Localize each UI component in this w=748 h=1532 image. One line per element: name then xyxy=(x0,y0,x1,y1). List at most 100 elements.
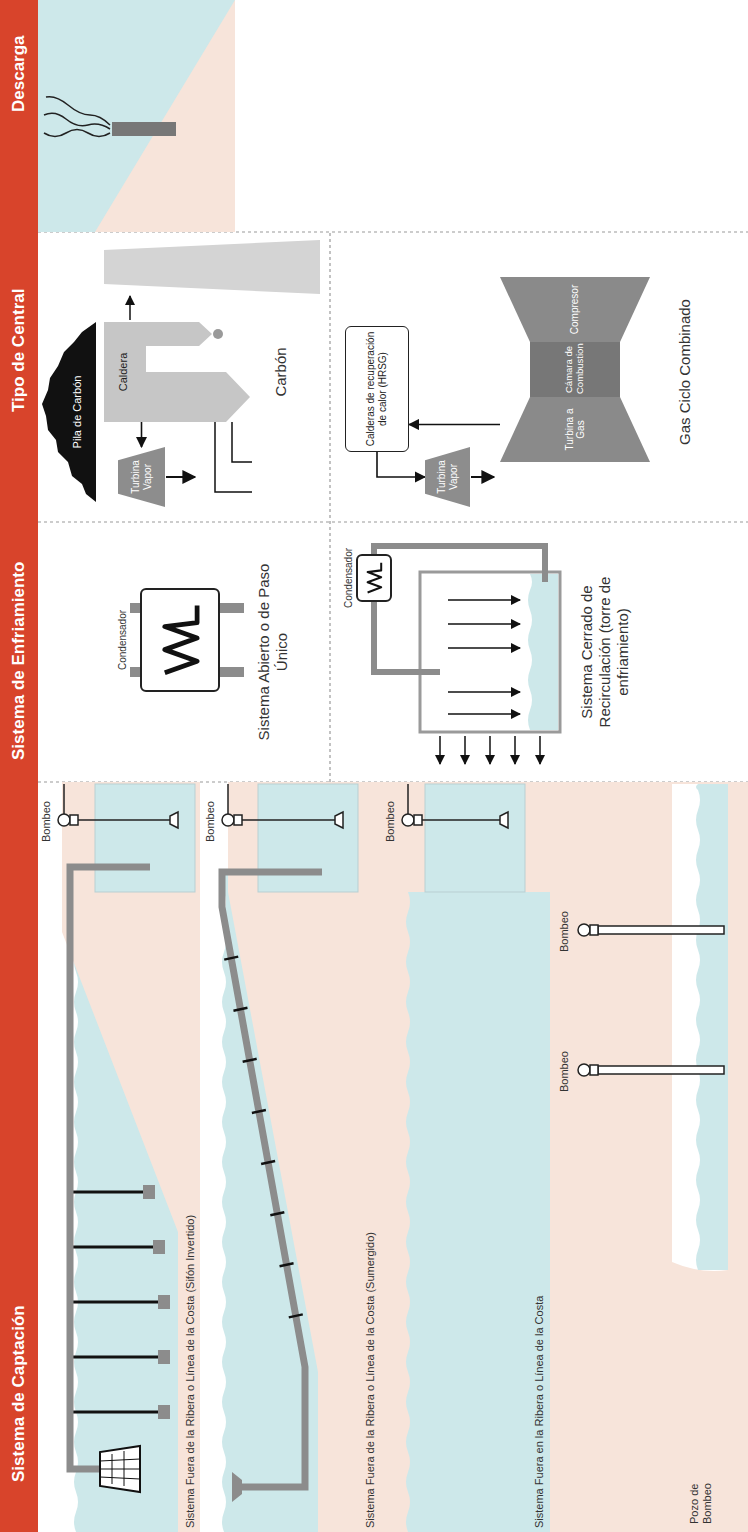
part-label: Bombeo xyxy=(558,892,571,952)
drawing-part xyxy=(38,0,235,232)
hrsg-box-text: Calderas de recuperación de calor (HRSG) xyxy=(361,327,393,451)
turbine-shape xyxy=(500,397,650,462)
discharge-scene xyxy=(38,0,235,232)
header-band-text: Sistema de Captación xyxy=(0,782,38,1532)
shore-intake-scene xyxy=(380,782,550,1532)
flow-arrow xyxy=(409,424,500,426)
coal-plant-parts xyxy=(104,240,320,492)
drawing-part xyxy=(414,815,422,825)
header-band-text: Tipo de Central xyxy=(0,232,38,522)
part-label: Bombeo xyxy=(204,784,217,842)
coal-pile-outline xyxy=(42,322,96,502)
gas-turbine: Turbina a Gas xyxy=(500,397,650,462)
cooling-tower xyxy=(374,546,560,764)
drawing-part xyxy=(78,819,170,821)
drawing-part xyxy=(425,784,525,892)
coil-symbol xyxy=(368,563,382,593)
header-band: Sistema de Captación xyxy=(0,782,38,1532)
combined-cycle-parts xyxy=(471,477,494,478)
drawing-part xyxy=(100,1451,140,1486)
drawing-part xyxy=(224,957,303,1318)
turbine-shape xyxy=(425,447,470,507)
drawing-part xyxy=(46,97,110,125)
drawing-part xyxy=(100,1469,140,1470)
coal-pile: Pila de Carbón xyxy=(42,322,96,502)
drawing-part xyxy=(158,1405,170,1419)
drawing-part xyxy=(374,546,545,582)
drawing-part xyxy=(95,0,235,232)
submerged-intake-scene xyxy=(222,782,380,1532)
caption-label: Carbón xyxy=(272,272,290,472)
pipe-anchor xyxy=(270,1212,284,1215)
part-label: Bombeo xyxy=(384,784,397,842)
drawing-part xyxy=(590,1065,598,1075)
coal-pile-shape xyxy=(42,322,96,502)
drawing-part xyxy=(129,296,131,320)
drawing-part xyxy=(448,599,520,601)
flow-arrow xyxy=(377,452,425,477)
drawing-part xyxy=(590,925,598,935)
drawing-part xyxy=(70,1356,160,1359)
condenser-box-outline xyxy=(358,556,390,600)
pipe-anchor xyxy=(224,957,238,960)
drawing-part xyxy=(407,784,409,814)
caption-label: Sistema Cerrado de Recirculación (torre … xyxy=(578,542,632,762)
drawing-part xyxy=(100,1459,140,1461)
turbine-shape xyxy=(118,447,165,507)
drawing-part xyxy=(143,1185,170,1419)
part-label: Sistema Fuera de la Ribera o Línea de la… xyxy=(364,928,377,1528)
part-label: Pozo de Bombeo xyxy=(688,1468,714,1524)
pipe-anchor xyxy=(289,1314,303,1317)
drawing-part xyxy=(38,521,748,522)
drawing-part xyxy=(402,814,414,826)
pump-symbols xyxy=(58,784,598,1076)
header-band: Descarga xyxy=(0,0,38,232)
drawing-part xyxy=(422,819,500,821)
drawing-part xyxy=(578,1064,590,1076)
drawing-part xyxy=(420,572,560,732)
drawing-part xyxy=(448,623,520,625)
boiler-body xyxy=(104,322,250,422)
combustion-chamber-text: Cámara de Combustion xyxy=(564,345,586,394)
part-label: Sistema Fuera en la Ribera o Línea de la… xyxy=(533,928,546,1528)
header-band-text: Sistema de Enfriamiento xyxy=(0,522,38,782)
drawing-part xyxy=(70,867,150,1469)
condenser-box-outline xyxy=(142,590,218,690)
drawing-part xyxy=(539,736,541,764)
hrsg-box: Calderas de recuperación de calor (HRSG) xyxy=(345,326,409,452)
combustion-chamber: Cámara de Combustion xyxy=(530,342,620,397)
steam-turbine-text: Turbina Vapor xyxy=(130,450,153,504)
coal-pile-text: Pila de Carbón xyxy=(55,376,84,449)
drawing-part xyxy=(70,1411,160,1414)
drawing-part xyxy=(500,812,508,828)
drawing-part xyxy=(471,476,494,478)
drawing-part xyxy=(489,736,491,764)
drawing-part xyxy=(158,1350,170,1364)
drawing-part xyxy=(598,926,724,934)
header-band: Tipo de Central xyxy=(0,232,38,522)
drawing-part xyxy=(44,97,110,137)
compressor: Compresor xyxy=(500,277,650,342)
siphon-intake-scene xyxy=(62,782,200,1532)
drawing-part xyxy=(672,784,728,1271)
drawing-part xyxy=(227,784,229,814)
drawing-part xyxy=(258,784,358,892)
header-bar xyxy=(0,0,38,1532)
gas-turbine-text: Turbina a Gas xyxy=(564,400,587,459)
drawing-part xyxy=(380,782,550,1532)
drawing-part xyxy=(440,600,540,764)
drawing-part xyxy=(234,815,242,825)
drawing-part xyxy=(448,691,520,693)
drawing-part xyxy=(44,130,110,137)
header-band: Sistema de Enfriamiento xyxy=(0,522,38,782)
drawing-part xyxy=(70,1191,145,1194)
drawing-part xyxy=(58,814,70,826)
water-body xyxy=(696,784,728,1270)
drawing-part xyxy=(222,814,234,826)
condenser-box-text: Condensador xyxy=(343,548,354,608)
part-label: Sistema Fuera de la Ribera o Línea de la… xyxy=(184,928,197,1528)
part-label: Bombeo xyxy=(558,1032,571,1092)
drawing-part xyxy=(514,736,516,764)
caption-label: Sistema Abierto o de Paso Único xyxy=(255,562,291,742)
condenser-box-text: Condensador xyxy=(117,610,128,670)
